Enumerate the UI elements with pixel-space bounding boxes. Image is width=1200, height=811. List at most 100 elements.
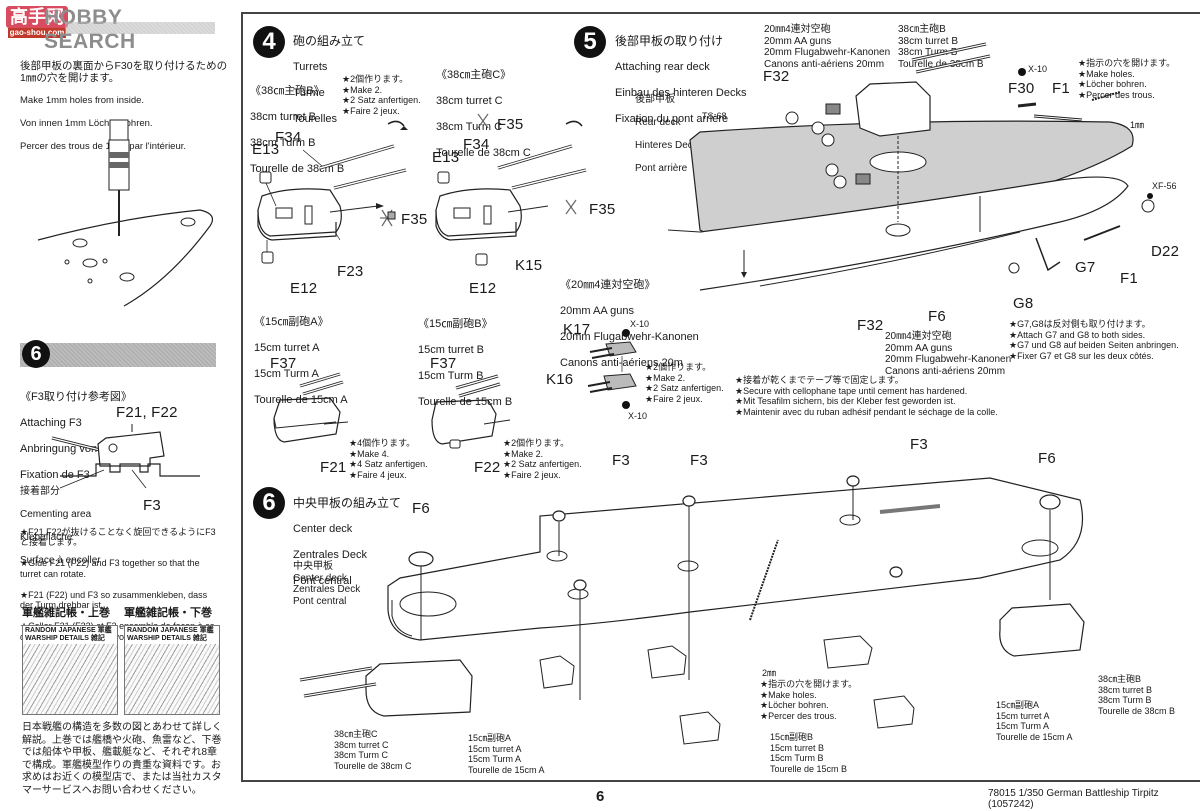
part-f3-1: F3 [612,452,630,469]
sec-a-label-left: 15㎝副砲A 15cm turret A 15cm Turm A Tourell… [468,733,545,775]
step4-title-en: Turrets [293,61,328,73]
f3-note-de: ★F21 (F22) und F3 so zusammenkleben, das… [20,589,208,611]
sec-turret-a-drawing [273,372,349,443]
sec-a-quantity-note: ★4個作ります。 ★Make 4. ★4 Satz anfertigen. ★F… [349,438,428,480]
part-f3-3: F3 [910,436,928,453]
sec-b-label-step6: 15㎝副砲B 15cm turret B 15cm Turm B Tourell… [770,732,848,774]
cement-area-label: 接着部分 Cementing area Klebefläche Surface … [20,474,101,578]
aa-label-top: 20㎜4連対空砲 20mm AA guns 20mm Flugabwehr-Ka… [764,24,891,70]
part-f32-bottom: F32 [857,317,884,334]
step6-title: 中央甲板の組み立て Center deck Zentrales Deck Pon… [293,484,401,601]
step6-title-jp: 中央甲板の組み立て [293,496,402,510]
step4-number: 4 [253,26,285,58]
watermark-logo: 高手网 [6,6,68,28]
cement-de: Klebefläche [20,531,73,543]
drill-note-en: Make 1mm holes from inside. [20,95,145,106]
turret-b-label-step5: 38㎝主砲B 38cm turret B 38cm Turm B Tourell… [898,24,984,70]
part-f37-b: F37 [430,355,457,372]
center-deck-label: 中央甲板 Center deck Zentrales Deck Pont cen… [293,561,361,607]
drill-note-jp: 後部甲板の裏面からF30を取り付けるための1㎜の穴を開けます。 [20,59,228,84]
part-label-f3: F3 [143,497,161,514]
aa-en: 20mm AA guns [560,305,634,317]
sec-turret-b-label: 《15㎝副砲B》 15cm turret B 15cm Turm B Toure… [418,305,512,422]
book-2-cover-text: RANDOM JAPANESE 軍艦 WARSHIP DETAILS 雑記 [125,626,219,644]
drill-illustration [37,119,213,307]
rear-deck-jp: 後部甲板 [635,93,675,105]
f3-ref-jp: 《F3取り付け参考図》 [20,391,132,403]
sec-a-fr: Tourelle de 15cm A [254,394,348,406]
holes-note-step5: ★指示の穴を開けます。 ★Make holes. ★Löcher bohren.… [1078,58,1176,100]
sec-turret-b-drawing [431,374,511,449]
part-e12-c: E12 [469,280,497,297]
part-k15: K15 [515,257,543,274]
part-g8: G8 [1013,295,1034,312]
book-volume-2: 軍艦雑記帳・下巻 RANDOM JAPANESE 軍艦 WARSHIP DETA… [124,604,220,715]
part-f3-2: F3 [690,452,708,469]
part-f6-left: F6 [412,500,430,517]
part-e12-b: E12 [290,280,318,297]
part-f1-bottom: F1 [1120,270,1138,287]
turret-b-label-step6: 38㎝主砲B 38cm turret B 38cm Turm B Tourell… [1098,674,1176,716]
book-1-cover-text: RANDOM JAPANESE 軍艦 WARSHIP DETAILS 雑記 [23,626,117,644]
watermark-subtext: gao-shou.com [8,28,66,38]
paint-x10-bottom: X-10 [628,411,648,421]
part-f35-c: F35 [589,201,616,218]
paint-xf56: XF-56 [1152,181,1177,191]
f3-ref-en: Attaching F3 [20,417,82,429]
turret-c-fr: Tourelle de 38cm C [436,147,531,159]
part-f35-b: F35 [401,211,428,228]
aa-label-bottom: 20㎜4連対空砲 20mm AA guns 20mm Flugabwehr-Ka… [885,331,1012,377]
drill-size-1mm: 1㎜ [1130,120,1145,130]
step6-side-number: 6 [22,340,50,368]
instruction-panel [241,12,1200,782]
sec-b-de: 15cm Turm B [418,370,484,382]
sec-b-jp: 《15㎝副砲B》 [418,318,493,330]
step5-title-de: Einbau des hinteren Decks [615,87,747,99]
sec-b-en: 15cm turret B [418,344,485,356]
part-f21: F21 [320,459,347,476]
part-f34-c: F34 [463,136,490,153]
g7-g8-note: ★G7,G8は反対側も取り付けます。 ★Attach G7 and G8 to … [1009,319,1179,361]
f3-reference-titles: 《F3取り付け参考図》 Attaching F3 Anbringung von … [20,378,140,495]
rear-deck-en: Rear deck [635,116,681,128]
step5-title-fr: Fixation du pont arrière [615,113,729,125]
step6-title-de: Zentrales Deck [293,549,367,561]
books-description: 日本戦艦の構造を多数の図とあわせて詳しく解説。上巻では艦橋や火砲、魚雷など、下巻… [22,722,222,796]
sec-a-en: 15cm turret A [254,342,320,354]
sec-b-quantity-note: ★2個作ります。 ★Make 2. ★2 Satz anfertigen. ★F… [503,438,582,480]
holes-note-step6: ★指示の穴を開けます。 ★Make holes. ★Löcher bohren.… [760,679,858,721]
tape-note: ★接着が乾くまでテープ等で固定します。 ★Secure with celloph… [735,375,998,417]
turret-c-drawing [435,113,587,266]
book-2-cover: RANDOM JAPANESE 軍艦 WARSHIP DETAILS 雑記 [124,625,220,715]
turret-b-de: 38cm Turm B [250,137,316,149]
aa-de: 20mm Flugabwehr-Kanonen [560,331,699,343]
sec-a-jp: 《15㎝副砲A》 [254,316,329,328]
rear-deck-fr: Pont arrière [635,162,688,174]
rear-deck-label: 後部甲板 Rear deck Hinteres Deck Pont arrièr… [635,82,698,186]
part-f6-step5: F6 [928,308,946,325]
step4-title-jp: 砲の組み立て [293,34,366,48]
part-d22: D22 [1151,243,1180,260]
part-f34-b: F34 [275,129,302,146]
aa-guns-label: 《20㎜4連対空砲》 20mm AA guns 20mm Flugabwehr-… [560,266,699,383]
aa-gun-drawing [587,329,637,409]
part-e13-b: E13 [252,141,280,158]
turret-b-en: 38cm turret B [250,111,317,123]
part-f6-right: F6 [1038,450,1056,467]
turret-b-drawing [257,120,408,264]
paint-ts68: TS-68 [702,111,727,121]
f3-cross-section-diagram [51,424,200,489]
paint-x10-top: X-10 [630,319,650,329]
turret-b-jp: 《38㎝主砲B》 [250,85,325,97]
part-f37-a: F37 [270,355,297,372]
turret-c-jp: 《38㎝主砲C》 [436,69,512,81]
aa-quantity-note: ★2個作ります。 ★Make 2. ★2 Satz anfertigen. ★F… [645,362,724,404]
f3-ref-fr: Fixation de F3 [20,469,90,481]
kit-info: 78015 1/350 German Battleship Tirpitz (1… [988,788,1159,810]
turret-b-quantity-note: ★2個作ります。 ★Make 2. ★2 Satz anfertigen. ★F… [342,74,421,116]
drill-note: 後部甲板の裏面からF30を取り付けるための1㎜の穴を開けます。 Make 1mm… [20,48,230,164]
part-f1-top: F1 [1052,80,1070,97]
